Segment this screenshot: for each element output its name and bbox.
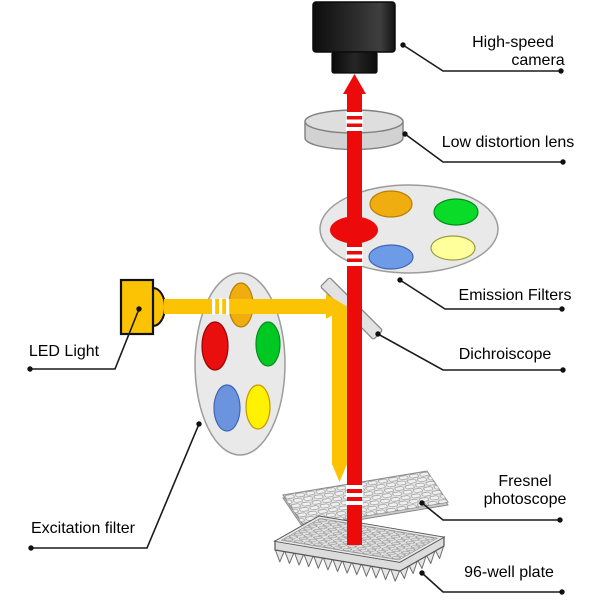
active-emission-filter-red — [330, 216, 378, 244]
led-lens — [152, 286, 166, 328]
leader-wellplate — [419, 570, 565, 595]
leader-led — [27, 306, 142, 372]
leader-lens — [402, 131, 566, 165]
excitation-filter-blue — [213, 384, 241, 432]
red-beam-dashes — [346, 112, 363, 505]
yellow-beam-arrow-down — [332, 464, 347, 482]
leader-emission — [397, 277, 565, 312]
excitation-beam — [164, 294, 347, 482]
label-lens: Low distortion lens — [442, 134, 575, 151]
emission-filter-blue — [368, 244, 414, 270]
leader-dichroiscope — [375, 331, 566, 373]
emission-beam — [330, 74, 378, 545]
label-emission-filters: Emission Filters — [459, 287, 572, 304]
red-beam-arrow-up — [343, 74, 366, 94]
excitation-filter-green — [255, 321, 281, 367]
yellow-beam-vertical — [332, 306, 347, 465]
labels: High-speed camera Low distortion lens Em… — [29, 34, 574, 581]
leader-camera — [400, 42, 564, 74]
leader-excitation — [28, 421, 202, 551]
label-fresnel-line2: photoscope — [484, 491, 567, 508]
leader-fresnel — [419, 500, 563, 523]
yellow-beam-dashes — [212, 298, 230, 315]
label-camera-line2: camera — [511, 52, 564, 69]
label-camera-line1: High-speed — [472, 34, 554, 51]
excitation-filter-wheel — [194, 272, 286, 456]
label-well-plate: 96-well plate — [464, 564, 554, 581]
excitation-filter-yellow — [245, 384, 271, 430]
fresnel-photoscope — [282, 470, 449, 530]
emission-filter-green — [433, 198, 479, 226]
excitation-filter-red — [201, 321, 229, 371]
camera-body — [312, 1, 396, 53]
leader-lines — [27, 42, 566, 595]
label-led-light: LED Light — [29, 343, 100, 360]
emission-filter-wheel — [319, 184, 499, 274]
fresnel-cells — [283, 471, 448, 527]
high-speed-camera — [312, 1, 396, 74]
label-fresnel-line1: Fresnel — [498, 473, 551, 490]
red-beam — [347, 88, 362, 545]
yellow-beam-horizontal — [164, 299, 327, 314]
led-body — [119, 278, 155, 336]
label-dichroiscope: Dichroiscope — [459, 346, 552, 363]
label-excitation-filter: Excitation filter — [31, 520, 136, 537]
emission-filter-yellow — [430, 235, 476, 261]
emission-filter-orange — [369, 190, 413, 218]
camera-lens-barrel — [331, 51, 378, 74]
led-light — [119, 278, 166, 336]
